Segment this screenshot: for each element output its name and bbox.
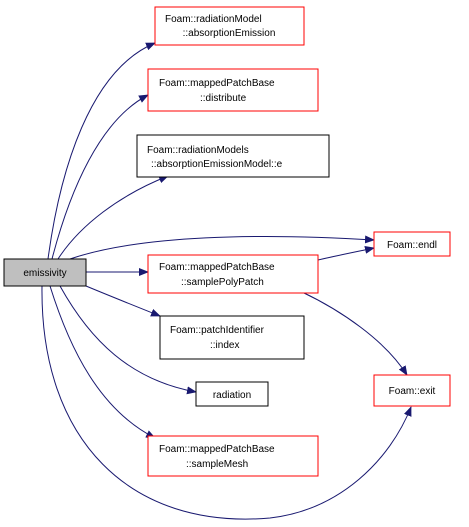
node-emissivity[interactable]: emissivity [3, 258, 87, 287]
node-mappedPatchBase-distribute[interactable]: Foam::mappedPatchBase ::distribute [147, 68, 319, 112]
edge-samplePolyPatch-exit [301, 291, 408, 376]
node-label: Foam::exit [389, 386, 436, 397]
node-mappedPatchBase-sampleMesh[interactable]: Foam::mappedPatchBase ::sampleMesh [147, 435, 319, 477]
nodes: emissivity Foam::radiationModel ::absorp… [3, 6, 451, 477]
node-patchIdentifier-index[interactable]: Foam::patchIdentifier ::index [159, 315, 305, 360]
node-label-line1: Foam::radiationModels [147, 145, 249, 156]
edge-emissivity-absorptionEmission [47, 42, 156, 260]
node-radiation[interactable]: radiation [195, 381, 269, 407]
node-label: radiation [213, 390, 251, 401]
edge-emissivity-absorptionEmissionModel-e [57, 175, 169, 260]
node-label-line2: ::index [210, 340, 239, 351]
node-label-line2: ::absorptionEmissionModel::e [151, 159, 283, 170]
node-radiationModels-absorptionEmissionModel-e[interactable]: Foam::radiationModels ::absorptionEmissi… [136, 134, 330, 178]
node-radiationModel-absorptionEmission[interactable]: Foam::radiationModel ::absorptionEmissio… [154, 6, 305, 46]
edge-emissivity-index [85, 285, 161, 317]
node-label-line1: Foam::mappedPatchBase [159, 262, 275, 273]
node-label-line1: Foam::patchIdentifier [170, 325, 265, 336]
edge-emissivity-sampleMesh [49, 285, 156, 439]
node-mappedPatchBase-samplePolyPatch[interactable]: Foam::mappedPatchBase ::samplePolyPatch [147, 254, 319, 294]
node-label-line2: ::samplePolyPatch [181, 277, 264, 288]
edge-emissivity-distribute [51, 94, 149, 260]
node-label-line2: ::sampleMesh [186, 459, 248, 470]
node-endl[interactable]: Foam::endl [373, 231, 451, 257]
node-label-line1: Foam::mappedPatchBase [159, 444, 275, 455]
node-label-line1: Foam::radiationModel [165, 14, 262, 25]
node-label: Foam::endl [387, 240, 437, 251]
node-label-line2: ::distribute [200, 93, 247, 104]
edges [41, 42, 412, 520]
node-label: emissivity [23, 268, 66, 279]
node-label-line1: Foam::mappedPatchBase [159, 78, 275, 89]
edge-samplePolyPatch-endl [317, 245, 375, 261]
edge-emissivity-endl [69, 235, 375, 260]
node-label-line2: ::absorptionEmission [183, 28, 276, 39]
edge-emissivity-radiation [59, 285, 197, 395]
node-exit[interactable]: Foam::exit [373, 374, 451, 407]
edge-emissivity-exit [41, 285, 412, 520]
